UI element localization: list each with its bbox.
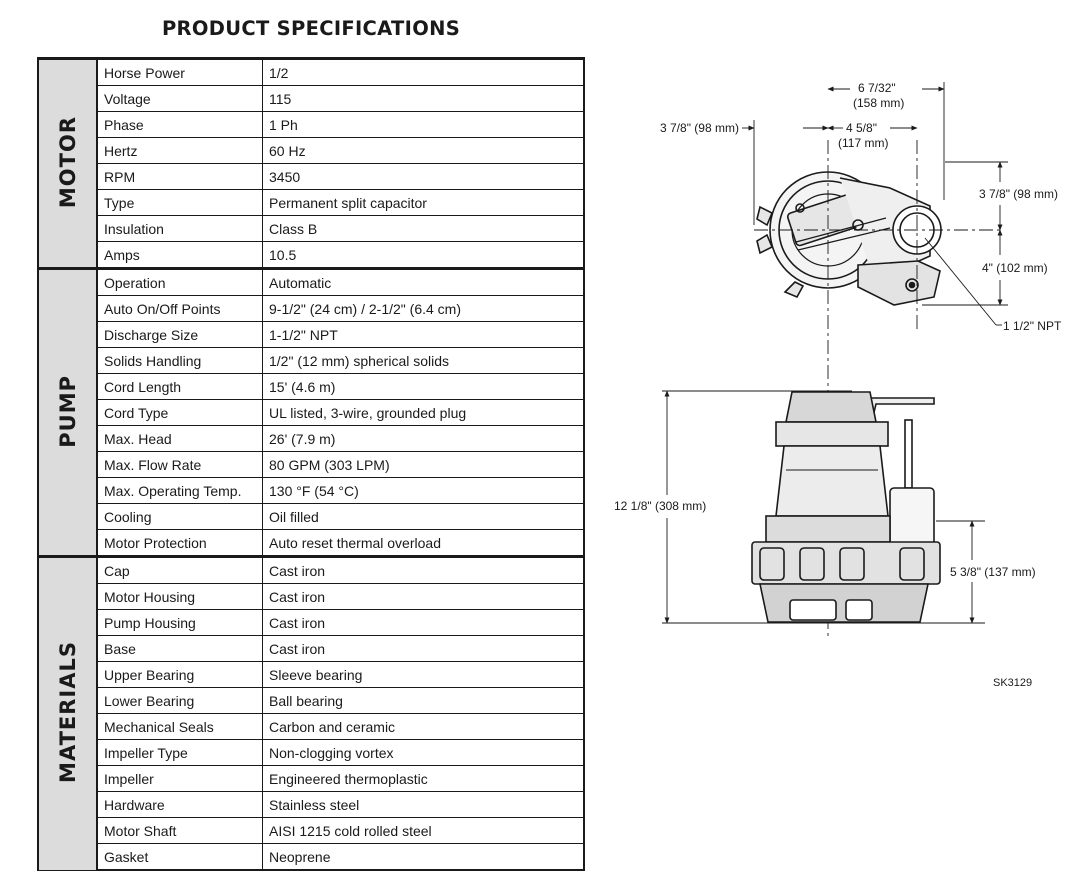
spec-value: Sleeve bearing <box>262 661 585 688</box>
spec-label: Type <box>96 189 263 216</box>
spec-label: Phase <box>96 111 263 138</box>
table-row: Max. Operating Temp.130 °F (54 °C) <box>38 477 585 504</box>
spec-value: UL listed, 3-wire, grounded plug <box>262 399 585 426</box>
spec-value: Cast iron <box>262 555 585 584</box>
spec-label: Gasket <box>96 843 263 871</box>
dim-overall-width-mm-label: (158 mm) <box>853 96 904 110</box>
dim-center-to-discharge-label: 4 5/8" <box>846 121 877 135</box>
spec-label: Motor Shaft <box>96 817 263 844</box>
spec-label: Solids Handling <box>96 347 263 374</box>
pump-top-view <box>756 171 942 306</box>
spec-label: Horse Power <box>96 57 263 86</box>
dim-bottom-depth-label: 4" (102 mm) <box>982 261 1048 275</box>
spec-label: Amps <box>96 241 263 269</box>
spec-value: 15' (4.6 m) <box>262 373 585 400</box>
spec-value: 10.5 <box>262 241 585 269</box>
spec-label: Mechanical Seals <box>96 713 263 740</box>
spec-label: Cap <box>96 555 263 584</box>
pump-side-view <box>751 391 941 623</box>
spec-label: Auto On/Off Points <box>96 295 263 322</box>
spec-label: Pump Housing <box>96 609 263 636</box>
spec-value: 9-1/2" (24 cm) / 2-1/2" (6.4 cm) <box>262 295 585 322</box>
spec-value: Class B <box>262 215 585 242</box>
spec-value: AISI 1215 cold rolled steel <box>262 817 585 844</box>
dim-overall-width-label: 6 7/32" <box>858 81 896 95</box>
spec-label: Cord Length <box>96 373 263 400</box>
spec-value: Ball bearing <box>262 687 585 714</box>
dim-left-offset-label: 3 7/8" (98 mm) <box>660 121 739 135</box>
spec-label: Impeller <box>96 765 263 792</box>
spec-value: 1 Ph <box>262 111 585 138</box>
spec-label: Hardware <box>96 791 263 818</box>
spec-label: Max. Head <box>96 425 263 452</box>
spec-value: Engineered thermoplastic <box>262 765 585 792</box>
part-number-label: SK3129 <box>993 677 1032 689</box>
section-label: MOTOR <box>37 57 98 269</box>
section-label: MATERIALS <box>37 555 98 871</box>
spec-label: Upper Bearing <box>96 661 263 688</box>
spec-value: Permanent split capacitor <box>262 189 585 216</box>
spec-value: 3450 <box>262 163 585 190</box>
spec-label: Motor Protection <box>96 529 263 557</box>
spec-value: Cast iron <box>262 583 585 610</box>
spec-value: 1/2" (12 mm) spherical solids <box>262 347 585 374</box>
spec-value: 60 Hz <box>262 137 585 164</box>
spec-value: Neoprene <box>262 843 585 871</box>
spec-label: Impeller Type <box>96 739 263 766</box>
spec-label: Motor Housing <box>96 583 263 610</box>
section-label: PUMP <box>37 267 98 557</box>
spec-label: Base <box>96 635 263 662</box>
spec-value: 80 GPM (303 LPM) <box>262 451 585 478</box>
discharge-size-label: 1 1/2" NPT <box>1003 319 1062 333</box>
spec-value: Cast iron <box>262 635 585 662</box>
dim-top-depth-label: 3 7/8" (98 mm) <box>979 187 1058 201</box>
spec-label: Max. Operating Temp. <box>96 477 263 504</box>
dim-float-height-label: 5 3/8" (137 mm) <box>950 565 1036 579</box>
spec-label: Discharge Size <box>96 321 263 348</box>
spec-label: Cooling <box>96 503 263 530</box>
dim-center-to-discharge-mm-label: (117 mm) <box>838 136 888 150</box>
spec-label: Operation <box>96 267 263 296</box>
spec-value: 26' (7.9 m) <box>262 425 585 452</box>
spec-value: 115 <box>262 85 585 112</box>
spec-label: RPM <box>96 163 263 190</box>
page-title: PRODUCT SPECIFICATIONS <box>161 17 461 40</box>
spec-value: 1/2 <box>262 57 585 86</box>
spec-value: Stainless steel <box>262 791 585 818</box>
dim-height-label: 12 1/8" (308 mm) <box>614 499 706 513</box>
